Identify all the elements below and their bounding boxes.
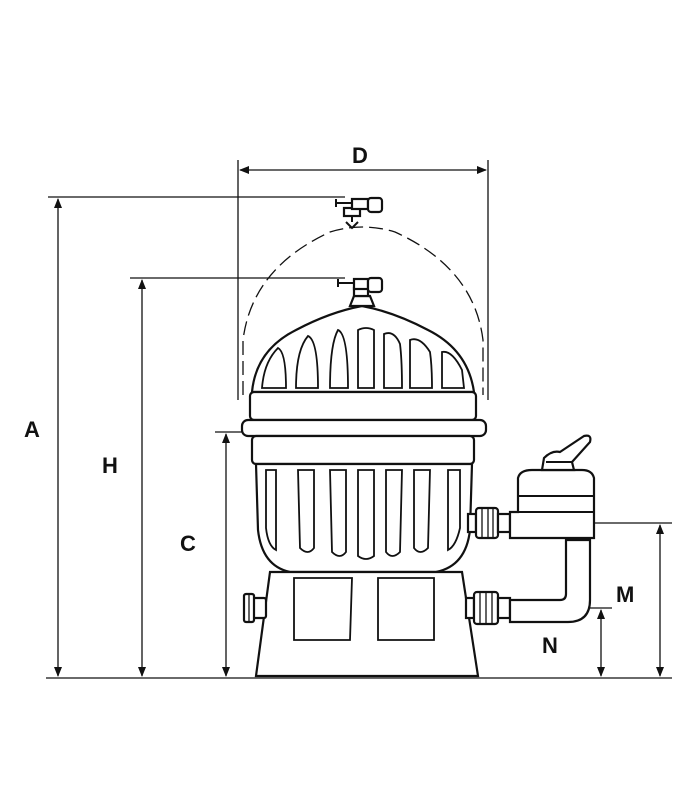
drain-fitting [242, 592, 268, 624]
label-n: N [542, 633, 558, 658]
multiport-valve [508, 434, 596, 624]
tank-base [254, 570, 480, 678]
filter-tank [240, 276, 488, 678]
label-a: A [24, 417, 40, 442]
air-valve [337, 276, 384, 308]
label-m: M [616, 582, 634, 607]
clamp-ring [240, 418, 488, 438]
lower-port-union [464, 590, 512, 626]
label-h: H [102, 453, 118, 478]
raised-lid-outline [242, 226, 484, 395]
dimension-lines [46, 160, 672, 679]
clamp-band [248, 390, 478, 422]
label-c: C [180, 531, 196, 556]
upper-port-union [466, 506, 512, 540]
air-valve-raised [335, 196, 384, 230]
label-d: D [352, 143, 368, 168]
